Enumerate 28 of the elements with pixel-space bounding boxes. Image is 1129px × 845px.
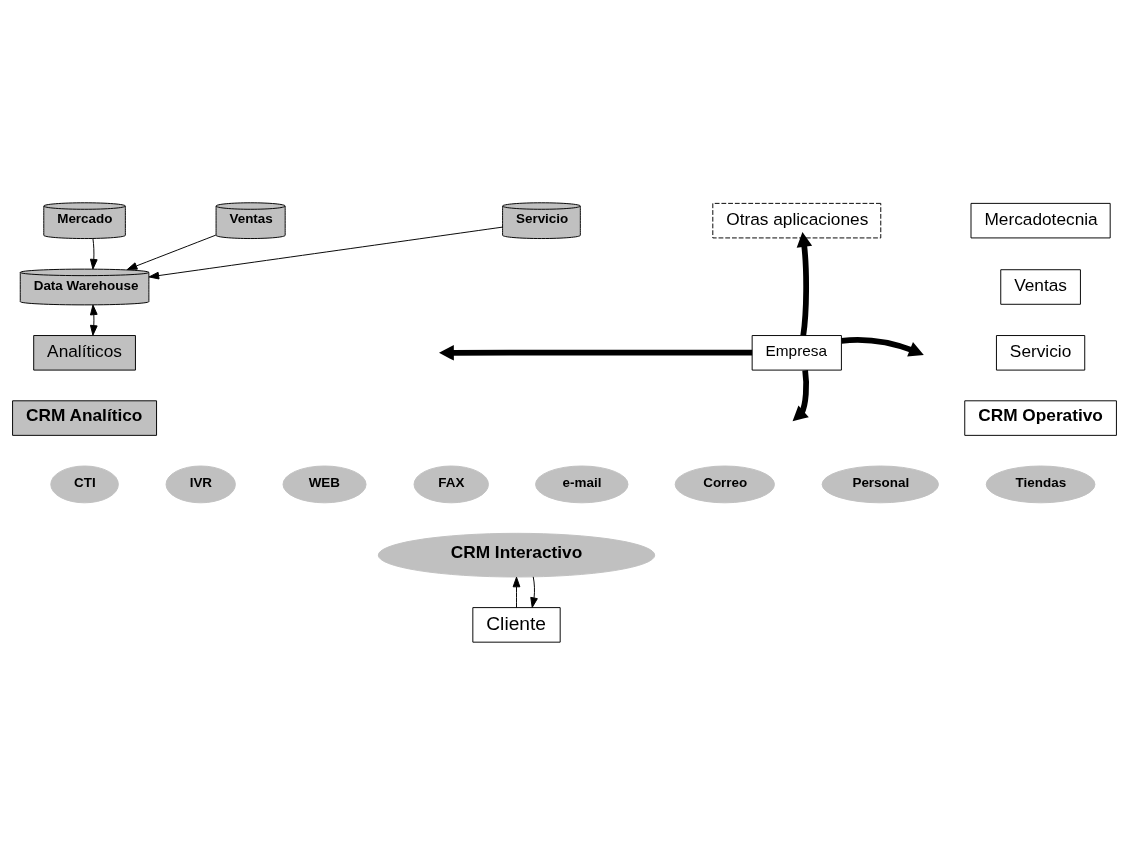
arrow bbox=[89, 304, 98, 336]
arrow bbox=[126, 234, 217, 270]
node-ellipse: CRM Interactivo bbox=[377, 532, 656, 578]
node-ellipse: FAX bbox=[413, 465, 489, 504]
node-ellipse: e-mail bbox=[535, 465, 629, 504]
arrow bbox=[841, 337, 924, 357]
arrow bbox=[530, 576, 538, 608]
node-box: Analíticos bbox=[33, 335, 136, 371]
node-box: Empresa bbox=[751, 335, 842, 371]
node-box: Otras aplicaciones bbox=[712, 202, 882, 239]
node-ellipse: WEB bbox=[282, 465, 367, 504]
arrow bbox=[439, 345, 753, 361]
node-ellipse: Tiendas bbox=[985, 465, 1096, 504]
node-box: Cliente bbox=[472, 607, 561, 643]
node-ellipse: IVR bbox=[165, 465, 236, 504]
node-ellipse: CTI bbox=[50, 465, 119, 504]
node-box: CRM Analítico bbox=[12, 400, 158, 436]
arrow bbox=[148, 226, 503, 280]
node-box: Servicio bbox=[995, 335, 1086, 371]
arrow bbox=[792, 370, 809, 422]
arrow bbox=[512, 576, 521, 609]
node-box: Ventas bbox=[1000, 269, 1081, 305]
arrow bbox=[89, 238, 98, 270]
arrow bbox=[796, 231, 813, 336]
node-box: Mercadotecnia bbox=[970, 202, 1111, 239]
node-ellipse: Correo bbox=[674, 465, 775, 504]
node-ellipse: Personal bbox=[821, 465, 939, 504]
node-box: CRM Operativo bbox=[964, 400, 1117, 436]
